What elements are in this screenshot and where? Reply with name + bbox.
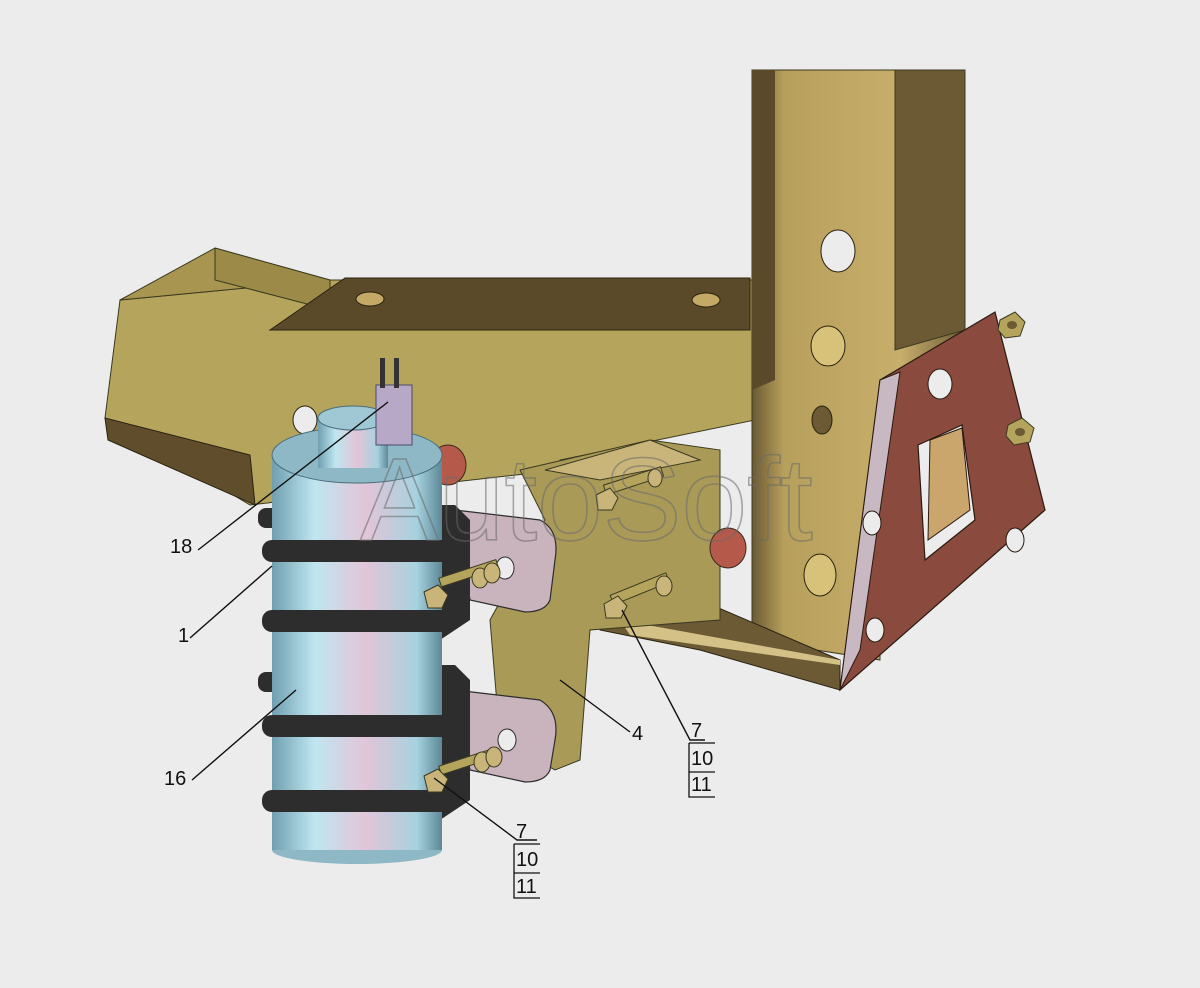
- leader-18: [197, 401, 389, 551]
- stack-bottom-bot: 11: [516, 876, 537, 898]
- cylinder-band-4: [262, 790, 452, 812]
- stack-right-mid: 10: [691, 748, 713, 770]
- bracket-hole-lower: [709, 527, 747, 569]
- rail-hole-right: [691, 292, 721, 308]
- callout-stack-bottom: 7 10 11: [513, 821, 540, 899]
- frame-rail: [104, 247, 756, 506]
- nut-upper: [997, 311, 1026, 339]
- vertical-post: [751, 69, 966, 670]
- stack-right-bot: 11: [691, 774, 712, 796]
- callout-1: 1: [178, 625, 189, 647]
- leader-16: [191, 689, 297, 781]
- callout-stack-right: 7 10 11: [688, 720, 715, 798]
- leader-4: [559, 679, 631, 733]
- cylinder-band-3: [262, 715, 452, 737]
- post-hole-upper: [820, 229, 856, 273]
- cylinder-band-2: [262, 610, 452, 632]
- leader-stack-right: [621, 609, 705, 741]
- connector-cap: [317, 358, 413, 468]
- watermark: AutoSoft: [360, 434, 813, 566]
- stack-bottom-top: 7: [516, 821, 527, 843]
- bolt-bracket-lower: [603, 572, 673, 619]
- callout-16: 16: [164, 768, 186, 790]
- clamp-bolt-lower: [423, 746, 503, 793]
- rail-hole-left: [355, 291, 385, 307]
- leader-stack-bottom: [433, 777, 537, 841]
- cylinder-band-1: [262, 540, 452, 562]
- flange-plate: [839, 311, 1046, 692]
- callout-18: 18: [170, 536, 192, 558]
- stack-right-top: 7: [691, 720, 702, 742]
- callout-4: 4: [632, 723, 643, 745]
- nut-lower: [1005, 417, 1035, 446]
- stack-bottom-mid: 10: [516, 849, 538, 871]
- post-hole-mid: [810, 325, 846, 367]
- leader-lines: [189, 401, 705, 841]
- bolt-bracket-upper: [595, 466, 665, 511]
- cylinder: [262, 426, 452, 864]
- rail-hole-side: [292, 405, 318, 435]
- strap-lower: [454, 689, 557, 783]
- leader-1: [189, 565, 273, 639]
- clamp-bolt-upper: [423, 559, 501, 609]
